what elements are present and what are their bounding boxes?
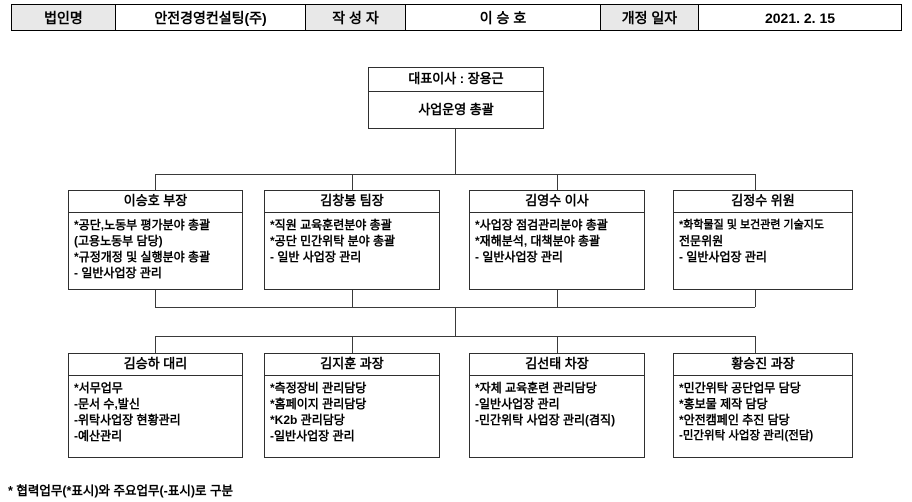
org-node-level3-1: 김승하 대리 *서무업무 -문서 수,발신 -위탁사업장 현황관리 -예산관리 xyxy=(68,353,243,458)
connector-level2-up-4 xyxy=(755,290,756,307)
org-node-line: *홈페이지 관리담당 xyxy=(270,397,367,411)
org-node-line: -일반사업장 관리 xyxy=(270,429,355,443)
connector-level2-drop-1 xyxy=(155,174,156,190)
org-node-level2-4-title: 김정수 위원 xyxy=(674,191,852,213)
org-node-level2-2-title: 김창봉 팀장 xyxy=(265,191,439,213)
connector-level2-up-2 xyxy=(352,290,353,307)
header-cell-author-value: 이 승 호 xyxy=(405,4,601,31)
org-node-line: 전문위원 xyxy=(679,234,724,248)
org-node-line: *민간위탁 공단업무 담당 xyxy=(679,381,801,395)
org-node-ceo-title: 대표이사 : 장용근 xyxy=(369,68,543,92)
org-node-level2-3: 김영수 이사 *사업장 점검관리분야 총괄 *재해분석, 대책분야 총괄 - 일… xyxy=(469,190,645,290)
org-node-line: *안전캠페인 추진 담당 xyxy=(679,413,790,427)
connector-level2-drop-4 xyxy=(755,174,756,190)
connector-level2-up-3 xyxy=(557,290,558,307)
org-node-line: -민간위탁 사업장 관리(전담) xyxy=(679,430,814,442)
org-node-line: - 일반 사업장 관리 xyxy=(270,250,362,264)
org-node-line: *재해분석, 대책분야 총괄 xyxy=(475,234,601,248)
org-node-level2-3-body: *사업장 점검관리분야 총괄 *재해분석, 대책분야 총괄 - 일반사업장 관리 xyxy=(470,213,644,267)
connector-level3-drop-2 xyxy=(352,336,353,353)
org-node-level3-1-title: 김승하 대리 xyxy=(69,354,242,376)
header-cell-revision-date-label: 개정 일자 xyxy=(600,4,699,31)
org-node-line: *홍보물 제작 담당 xyxy=(679,397,768,411)
connector-level2-drop-2 xyxy=(352,174,353,190)
org-node-line: -예산관리 xyxy=(74,429,123,443)
org-node-level3-2-body: *측정장비 관리담당 *홈페이지 관리담당 *K2b 관리담당 -일반사업장 관… xyxy=(265,376,439,446)
org-node-level3-1-body: *서무업무 -문서 수,발신 -위탁사업장 현황관리 -예산관리 xyxy=(69,376,242,446)
footnote-legend: * 협력업무(*표시)와 주요업무(-표시)로 구분 xyxy=(8,484,233,498)
org-node-level2-2: 김창봉 팀장 *직원 교육훈련분야 총괄 *공단 민간위탁 분야 총괄 - 일반… xyxy=(264,190,440,290)
org-node-level2-1-body: *공단,노동부 평가분야 총괄 (고용노동부 담당) *규정개정 및 실행분야 … xyxy=(69,213,242,283)
org-node-level3-3-title: 김선태 차장 xyxy=(470,354,644,376)
connector-level3-drop-3 xyxy=(557,336,558,353)
connector-mid-down xyxy=(455,307,456,336)
org-node-line: *규정개정 및 실행분야 총괄 xyxy=(74,250,211,264)
connector-level3-bus xyxy=(155,336,755,337)
connector-level2-bus xyxy=(155,174,755,175)
connector-level2-up-1 xyxy=(155,290,156,307)
org-node-line: *자체 교육훈련 관리담당 xyxy=(475,381,597,395)
org-node-line: *K2b 관리담당 xyxy=(270,413,345,427)
org-node-line: - 일반사업장 관리 xyxy=(475,250,563,264)
org-node-level3-3: 김선태 차장 *자체 교육훈련 관리담당 -일반사업장 관리 -민간위탁 사업장… xyxy=(469,353,645,458)
header-cell-company-label: 법인명 xyxy=(11,4,116,31)
org-node-level2-1-title: 이승호 부장 xyxy=(69,191,242,213)
document-header-table: 법인명 안전경영컨설팅(주) 작 성 자 이 승 호 개정 일자 2021. 2… xyxy=(11,4,902,31)
org-node-line: - 일반사업장 관리 xyxy=(679,250,767,264)
org-node-line: -위탁사업장 현황관리 xyxy=(74,413,181,427)
org-node-level2-4-body: *화학물질 및 보건관련 기술지도 전문위원 - 일반사업장 관리 xyxy=(674,213,852,267)
org-node-line: (고용노동부 담당) xyxy=(74,234,163,248)
connector-root-down xyxy=(455,129,456,174)
org-node-level3-4-title: 황승진 과장 xyxy=(674,354,852,376)
org-node-line: *화학물질 및 보건관련 기술지도 xyxy=(679,219,825,231)
connector-level3-drop-4 xyxy=(755,336,756,353)
org-node-ceo: 대표이사 : 장용근 사업운영 총괄 xyxy=(368,67,544,129)
header-row: 법인명 안전경영컨설팅(주) 작 성 자 이 승 호 개정 일자 2021. 2… xyxy=(11,4,902,31)
org-node-line: *직원 교육훈련분야 총괄 xyxy=(270,218,392,232)
org-node-level3-4: 황승진 과장 *민간위탁 공단업무 담당 *홍보물 제작 담당 *안전캠페인 추… xyxy=(673,353,853,458)
org-node-level3-2: 김지훈 과장 *측정장비 관리담당 *홈페이지 관리담당 *K2b 관리담당 -… xyxy=(264,353,440,458)
org-node-line: -민간위탁 사업장 관리(겸직) xyxy=(475,413,616,427)
connector-level2-drop-3 xyxy=(557,174,558,190)
header-cell-revision-date-value: 2021. 2. 15 xyxy=(698,4,902,31)
org-node-line: *공단,노동부 평가분야 총괄 xyxy=(74,218,211,232)
org-node-ceo-subtitle: 사업운영 총괄 xyxy=(418,102,494,117)
org-node-level2-4: 김정수 위원 *화학물질 및 보건관련 기술지도 전문위원 - 일반사업장 관리 xyxy=(673,190,853,290)
org-node-line: *서무업무 xyxy=(74,381,123,395)
org-node-level2-2-body: *직원 교육훈련분야 총괄 *공단 민간위탁 분야 총괄 - 일반 사업장 관리 xyxy=(265,213,439,267)
org-node-level2-3-title: 김영수 이사 xyxy=(470,191,644,213)
org-node-line: *측정장비 관리담당 xyxy=(270,381,367,395)
org-node-line: *사업장 점검관리분야 총괄 xyxy=(475,218,608,232)
org-node-line: -문서 수,발신 xyxy=(74,397,140,411)
org-node-level2-1: 이승호 부장 *공단,노동부 평가분야 총괄 (고용노동부 담당) *규정개정 … xyxy=(68,190,243,290)
org-node-line: *공단 민간위탁 분야 총괄 xyxy=(270,234,396,248)
header-cell-author-label: 작 성 자 xyxy=(305,4,406,31)
org-node-level3-3-body: *자체 교육훈련 관리담당 -일반사업장 관리 -민간위탁 사업장 관리(겸직) xyxy=(470,376,644,430)
connector-level3-drop-1 xyxy=(155,336,156,353)
org-node-level3-2-title: 김지훈 과장 xyxy=(265,354,439,376)
org-node-line: - 일반사업장 관리 xyxy=(74,266,162,280)
org-node-line: -일반사업장 관리 xyxy=(475,397,560,411)
org-node-level3-4-body: *민간위탁 공단업무 담당 *홍보물 제작 담당 *안전캠페인 추진 담당 -민… xyxy=(674,376,852,446)
